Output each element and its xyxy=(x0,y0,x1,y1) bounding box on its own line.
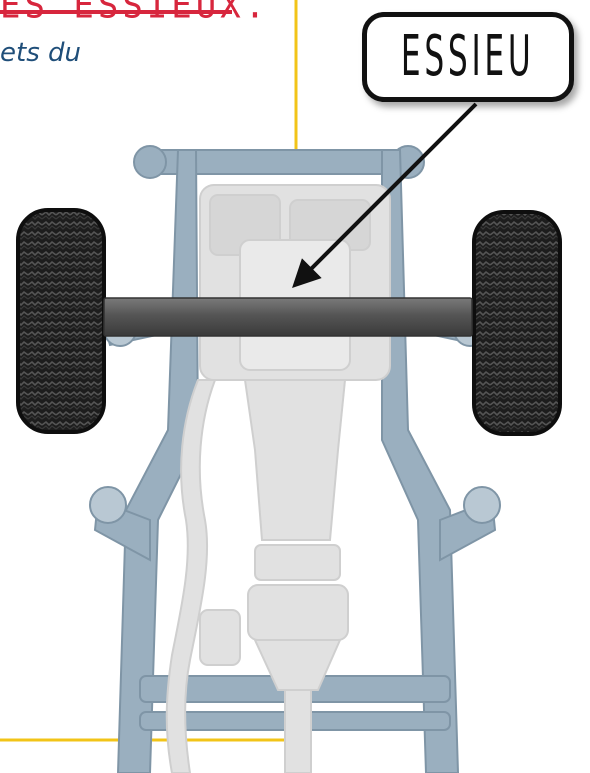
page-subtitle-fragment: ets du xyxy=(0,38,81,68)
title-underline xyxy=(0,10,232,14)
arrow-icon xyxy=(292,102,478,288)
left-tire xyxy=(16,208,106,434)
axle-bar xyxy=(103,297,473,337)
callout-label: ESSIEU xyxy=(401,24,535,89)
axle-callout-box: ESSIEU xyxy=(362,12,574,102)
right-tire xyxy=(472,210,562,436)
